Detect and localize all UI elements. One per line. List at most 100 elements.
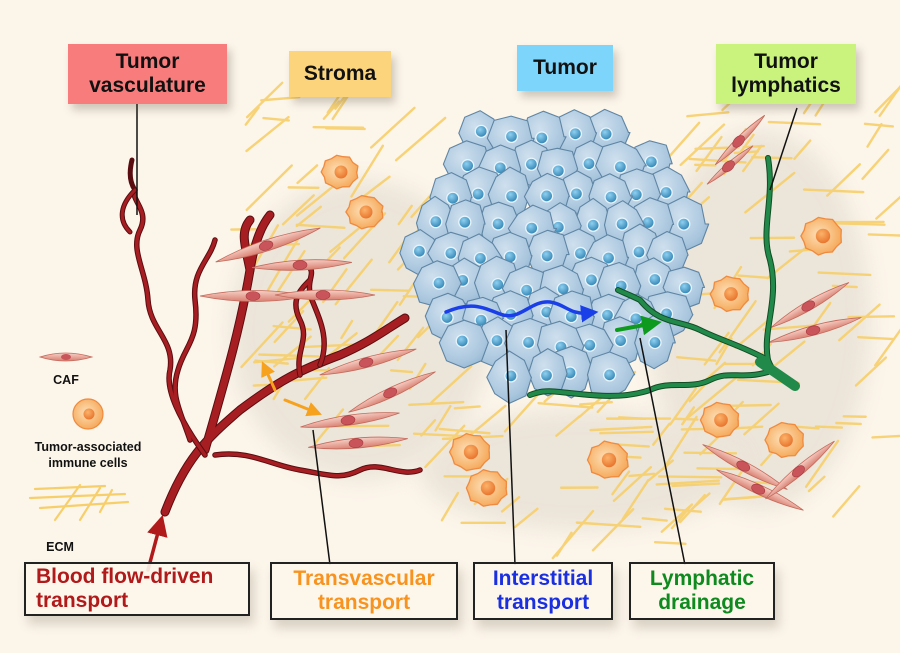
ecm-fiber: [389, 369, 414, 374]
ecm-fiber: [555, 415, 581, 437]
ecm-fiber: [555, 531, 573, 557]
ecm-fiber: [430, 364, 473, 404]
immune-cell: [800, 216, 842, 256]
label-lymphatic-drainage: Lymphatic drainage: [629, 562, 775, 620]
ecm-fiber: [838, 303, 881, 342]
label-line: Stroma: [303, 62, 377, 86]
ecm-fiber: [835, 421, 862, 426]
ecm-fiber: [295, 223, 346, 230]
ecm-fiber: [295, 205, 322, 228]
ecm-fiber: [296, 164, 319, 185]
label-blood-flow-driven-transport: Blood flow-driven transport: [24, 562, 250, 616]
caf-cells: [199, 114, 862, 511]
caf-cell: [768, 317, 862, 343]
ecm-fiber: [440, 491, 460, 522]
ecm-fiber: [378, 334, 400, 357]
tumor-mass: [399, 108, 710, 404]
ecm-fiber: [679, 123, 726, 167]
ecm-fiber: [670, 506, 691, 530]
ecm-fiber: [762, 324, 818, 331]
label-line: Tumor: [754, 50, 818, 74]
label-transvascular-transport: Transvascular transport: [270, 562, 458, 620]
ecm-fiber: [804, 439, 840, 489]
ecm-fiber: [743, 402, 780, 436]
tumor-cell: [527, 348, 568, 397]
label-line: transport: [36, 589, 129, 612]
caf-cell: [706, 145, 754, 185]
ecm-fiber: [628, 472, 656, 478]
caf-cell: [348, 371, 436, 413]
label-line: Interstitial: [492, 567, 594, 591]
immune-cell: [709, 275, 750, 313]
ecm-fiber: [617, 416, 647, 421]
ecm-fiber: [683, 451, 738, 455]
label-line: transport: [496, 591, 590, 614]
legend-caf-label: CAF: [53, 373, 79, 387]
legend-immune-line: immune cells: [48, 455, 128, 470]
immune-cells: [320, 154, 842, 507]
ecm-fiber: [734, 317, 772, 349]
tumor-cell: [586, 351, 636, 400]
ecm-fiber: [863, 122, 895, 128]
caf-cell: [215, 227, 321, 263]
ecm-fiber: [679, 493, 706, 524]
ecm-fiber: [438, 427, 491, 435]
ecm-fiber: [723, 495, 760, 501]
ecm-fiber: [878, 84, 900, 118]
ecm-fiber: [867, 233, 900, 237]
ecm-fiber: [737, 274, 770, 279]
ecm-fiber: [397, 204, 413, 226]
ecm-fiber: [847, 315, 896, 319]
immune-cell: [448, 432, 491, 472]
ecm-fiber: [260, 95, 301, 102]
ecm-fiber: [814, 425, 844, 429]
legend-caf-icon: [38, 352, 94, 362]
immune-cell: [586, 440, 629, 479]
label-line: Tumor: [115, 50, 180, 74]
ecm-fiber: [350, 144, 385, 198]
ecm-fiber: [742, 144, 763, 173]
caf-cell: [714, 114, 766, 166]
ecm-fiber: [611, 470, 631, 496]
label-interstitial-transport: Interstitial transport: [473, 562, 613, 620]
caf-cell: [274, 289, 376, 301]
label-line: Transvascular: [293, 567, 435, 591]
ecm-fiber: [272, 250, 306, 299]
legend-immune-cell-icon: [72, 398, 104, 430]
legend-immune-line: Tumor-associated: [34, 440, 142, 454]
ecm-fiber: [857, 336, 896, 341]
ecm-fiber: [694, 163, 717, 167]
ecm-fiber: [874, 85, 900, 114]
ecm-fiber: [687, 374, 740, 418]
transport-arrows: [146, 300, 662, 572]
label-line: Tumor: [533, 56, 597, 80]
ecm-fiber: [591, 508, 635, 552]
ecm-fiber: [807, 475, 826, 493]
label-line: Blood flow-driven: [36, 565, 214, 589]
label-line: vasculature: [89, 74, 206, 97]
immune-cell: [320, 154, 359, 190]
ecm-fiber: [500, 496, 521, 513]
ecm-fiber: [370, 288, 410, 292]
ecm-fiber: [537, 401, 594, 409]
ecm-fiber: [513, 507, 539, 529]
tumor-cell: [438, 319, 489, 369]
ecm-fiber: [769, 340, 806, 371]
ecm-fiber: [408, 400, 465, 407]
caf-cell: [300, 412, 400, 428]
ecm-fiber: [861, 148, 890, 180]
ecm-fiber: [750, 155, 793, 160]
ecm-fiber: [652, 422, 671, 446]
ecm-fiber: [686, 111, 730, 118]
ecm-fiber: [663, 507, 702, 513]
legend-immune-label: Tumor-associated immune cells: [8, 440, 168, 471]
ecm-fiber: [832, 485, 861, 518]
immune-cell: [345, 194, 384, 230]
ecm-fiber: [621, 479, 650, 521]
caf-cell: [716, 469, 804, 511]
label-line: Lymphatic: [649, 567, 755, 591]
lymphatic-vessel-network: [527, 155, 800, 399]
caf-cell: [319, 348, 417, 376]
ecm-fiber: [871, 434, 900, 439]
label-line: lymphatics: [731, 74, 841, 97]
